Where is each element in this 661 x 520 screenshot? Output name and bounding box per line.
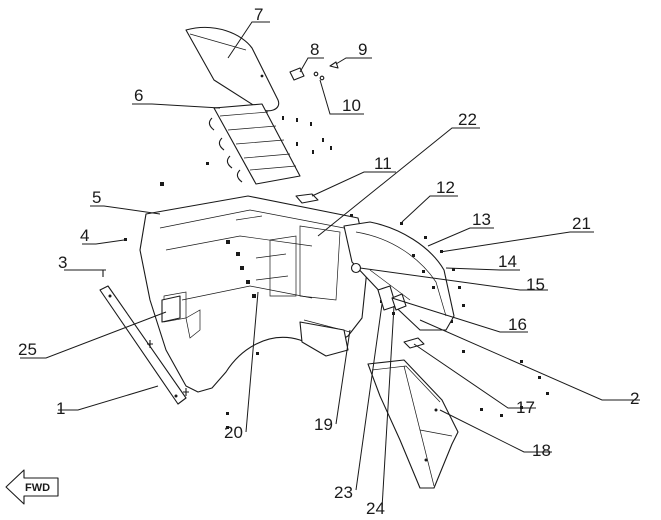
part-18-storage-bin — [367, 359, 459, 489]
callout-11: 11 — [374, 154, 392, 173]
callout-21: 21 — [572, 214, 591, 233]
fwd-label: FWD — [25, 482, 50, 494]
part-11-latch — [295, 193, 319, 204]
part-8-clip — [289, 67, 305, 81]
part-10-washer — [313, 71, 325, 81]
callout-2: 2 — [630, 389, 639, 408]
scattered-fasteners — [100, 116, 549, 429]
callout-24: 24 — [366, 499, 385, 518]
part-2-side-panel — [343, 221, 455, 331]
part-9-pin — [329, 61, 339, 69]
callout-22: 22 — [458, 110, 477, 129]
callout-9: 9 — [358, 40, 367, 59]
part-25-panel — [161, 295, 181, 323]
callout-19: 19 — [314, 415, 333, 434]
callout-5: 5 — [92, 188, 101, 207]
left-arrow-icon — [5, 469, 59, 505]
part-7-top-cover — [185, 26, 280, 112]
callout-16: 16 — [508, 315, 527, 334]
part-1-side-strip — [99, 285, 189, 405]
callout-25: 25 — [18, 340, 37, 359]
callout-3: 3 — [58, 253, 67, 272]
callout-13: 13 — [472, 210, 491, 229]
callout-4: 4 — [80, 226, 89, 245]
callout-labels: 7 8 9 10 6 22 11 12 5 13 21 4 14 3 15 16… — [18, 5, 639, 518]
part-6-hinge-bracket — [208, 103, 301, 185]
leader-lines — [20, 21, 640, 509]
callout-23: 23 — [334, 483, 353, 502]
fwd-direction-arrow: FWD — [5, 469, 59, 505]
callout-10: 10 — [342, 96, 361, 115]
callout-20: 20 — [224, 423, 243, 442]
part-19-front-trim — [299, 321, 349, 357]
callout-18: 18 — [532, 441, 551, 460]
callout-15: 15 — [526, 275, 545, 294]
callout-17: 17 — [516, 398, 535, 417]
callout-14: 14 — [498, 252, 517, 271]
callout-1: 1 — [56, 399, 65, 418]
part-5-main-body — [139, 195, 369, 393]
part-16-bracket — [377, 285, 407, 311]
part-17-clip — [403, 337, 425, 349]
part-15-knob — [350, 262, 362, 274]
callout-6: 6 — [134, 86, 143, 105]
callout-8: 8 — [310, 40, 319, 59]
callout-7: 7 — [254, 5, 263, 24]
callout-12: 12 — [436, 178, 455, 197]
